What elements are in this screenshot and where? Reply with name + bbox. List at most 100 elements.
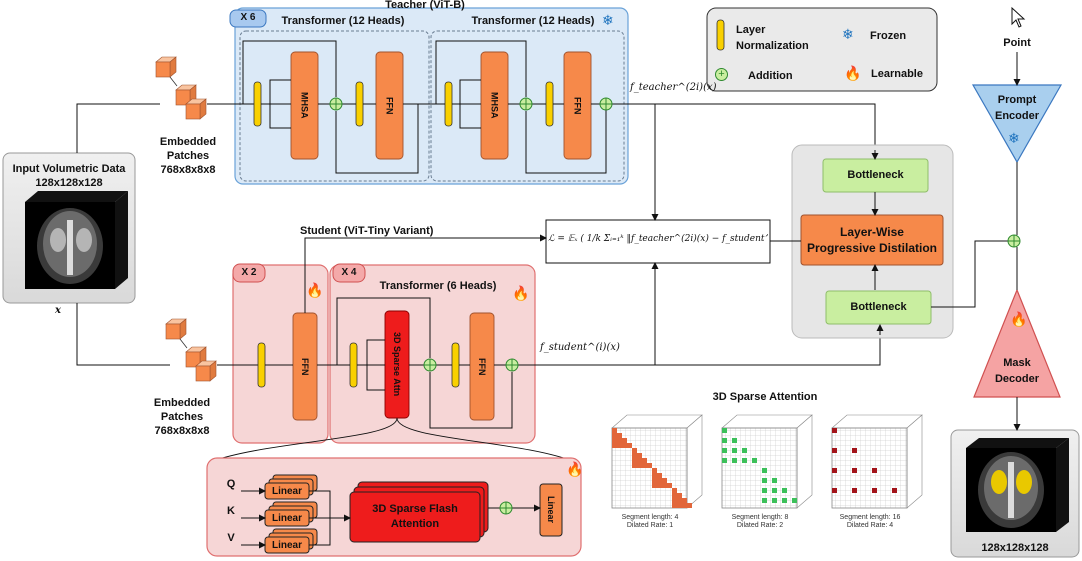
sparse-cell bbox=[632, 453, 637, 458]
sparse-cell bbox=[632, 448, 637, 453]
sparse-cell bbox=[732, 438, 737, 443]
sparse-cell bbox=[672, 493, 677, 498]
mask-learnable-icon: 🔥 bbox=[1010, 311, 1028, 327]
sparse-cell bbox=[652, 478, 657, 483]
sparse-cell bbox=[772, 488, 777, 493]
bottleneck-top-label: Bottleneck bbox=[847, 169, 904, 181]
legend-addition: Addition bbox=[748, 70, 793, 82]
sparse-cell bbox=[657, 483, 662, 488]
sparse-cell bbox=[617, 443, 622, 448]
distill-core-1: Layer-Wise bbox=[840, 225, 904, 239]
sparse-grid-2 bbox=[721, 414, 813, 509]
sparse-cell bbox=[762, 488, 767, 493]
teacher-repeat-label: X 6 bbox=[240, 12, 256, 23]
student-add-ops bbox=[423, 358, 519, 372]
legend-learnable: Learnable bbox=[871, 68, 923, 80]
student-ln-2 bbox=[349, 342, 358, 388]
prompt-frozen-icon: ❄ bbox=[1008, 130, 1020, 146]
k-label: K bbox=[227, 505, 235, 517]
sparse-cell bbox=[762, 498, 767, 503]
sparse-cell bbox=[662, 483, 667, 488]
sparse-cell bbox=[652, 468, 657, 473]
sparse-cell bbox=[722, 438, 727, 443]
sparse-grid-1 bbox=[611, 414, 703, 509]
linear-stacks bbox=[264, 474, 318, 554]
sparse-cell bbox=[612, 443, 617, 448]
sparse-cell bbox=[872, 468, 877, 473]
v-label: V bbox=[227, 532, 235, 544]
sparse-cell bbox=[682, 498, 687, 503]
sparse-cell bbox=[782, 498, 787, 503]
sparse-grid-3 bbox=[831, 414, 923, 509]
sparse-cell bbox=[647, 463, 652, 468]
patches-bottom-3: 768x8x8x8 bbox=[154, 425, 210, 437]
teacher-title: Teacher (ViT-B) bbox=[385, 0, 465, 11]
sparse-cell bbox=[667, 483, 672, 488]
legend-layernorm-1: Layer bbox=[736, 24, 766, 36]
point-label: Point bbox=[1003, 37, 1031, 49]
sparse-cell bbox=[662, 478, 667, 483]
patches-top-2: Patches bbox=[166, 150, 210, 162]
teacher-ln-1 bbox=[253, 81, 262, 127]
input-title-1: Input Volumetric Data bbox=[12, 163, 126, 175]
q-label: Q bbox=[226, 478, 236, 490]
teacher-mhsa-1-label: MHSA bbox=[299, 92, 310, 119]
distill-core-box bbox=[800, 214, 944, 266]
sparse-cell bbox=[682, 503, 687, 508]
flash-attn-1: 3D Sparse Flash bbox=[372, 503, 458, 515]
teacher-mhsa-2 bbox=[480, 51, 509, 160]
sparse-cell bbox=[637, 453, 642, 458]
sparse-cell bbox=[657, 473, 662, 478]
sparse-section-title: 3D Sparse Attention bbox=[712, 391, 818, 403]
student-ffn-1-label: FFN bbox=[300, 357, 310, 376]
legend-box bbox=[706, 7, 938, 92]
sparse-cell bbox=[622, 438, 627, 443]
grid2-seg: Segment length: 8 bbox=[731, 514, 789, 521]
sparse-cell bbox=[632, 458, 637, 463]
student-repeat-badge-1 bbox=[232, 263, 266, 283]
flash-attn-2: Attention bbox=[390, 518, 440, 530]
student-repeat2-label: X 4 bbox=[341, 267, 357, 278]
teacher-block1-title: Transformer (12 Heads) bbox=[281, 15, 405, 27]
grid2-dil: Dilated Rate: 2 bbox=[736, 522, 784, 529]
student-ffn-2-label: FFN bbox=[477, 357, 487, 376]
sparse-cell bbox=[677, 493, 682, 498]
sparse-cell bbox=[742, 458, 747, 463]
out-linear-label: Linear bbox=[546, 496, 556, 524]
sparse-cell bbox=[852, 448, 857, 453]
sparse-cell bbox=[872, 488, 877, 493]
grid1-dil: Dilated Rate: 1 bbox=[626, 522, 674, 529]
teacher-output-label: f_teacher^(2i)(x) bbox=[630, 82, 717, 93]
linear-v-label: Linear bbox=[271, 540, 302, 551]
distill-core-2: Progressive Distilation bbox=[806, 241, 938, 255]
sparse-cell bbox=[832, 488, 837, 493]
flash-stack bbox=[349, 481, 489, 543]
teacher-add-ops bbox=[329, 97, 613, 111]
student-ln-3 bbox=[451, 342, 460, 388]
learnable-icon-1: 🔥 bbox=[306, 282, 324, 298]
sparse-cell bbox=[627, 443, 632, 448]
teacher-mhsa-2-label: MHSA bbox=[489, 92, 500, 119]
prompt-encoder-2: Encoder bbox=[994, 110, 1039, 122]
sparse-cell bbox=[832, 468, 837, 473]
sparse-cell bbox=[752, 458, 757, 463]
sparse-cell bbox=[637, 458, 642, 463]
sparse-cell bbox=[637, 463, 642, 468]
patches-top-1: Embedded bbox=[159, 136, 217, 148]
student-repeat1-label: X 2 bbox=[241, 267, 257, 278]
sparse-cell bbox=[657, 478, 662, 483]
sparse-cell bbox=[652, 483, 657, 488]
student-output-label: f_student^(i)(x) bbox=[540, 342, 620, 353]
legend-frozen: Frozen bbox=[870, 30, 907, 42]
bottleneck-bottom-label: Bottleneck bbox=[850, 301, 907, 313]
loss-box bbox=[545, 219, 771, 264]
sparse-cell bbox=[677, 503, 682, 508]
sparse-cell bbox=[732, 448, 737, 453]
patch-cubes-top bbox=[155, 56, 207, 120]
linear-q-label: Linear bbox=[271, 486, 302, 497]
sparse-cell bbox=[772, 498, 777, 503]
patches-top-3: 768x8x8x8 bbox=[160, 164, 216, 176]
sparse-cell bbox=[652, 473, 657, 478]
teacher-ln-2 bbox=[444, 81, 453, 127]
legend-frozen-icon: ❄ bbox=[842, 26, 854, 42]
